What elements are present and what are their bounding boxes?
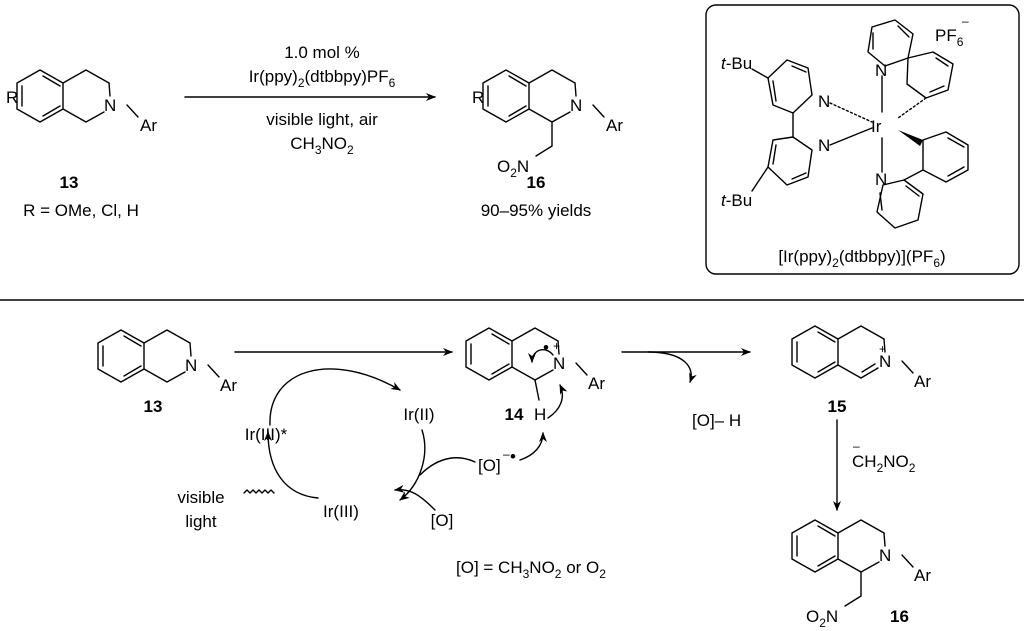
mechanism-compound-13: N Ar 13 [97, 329, 237, 416]
mech-arrow-2: [O]– H [621, 348, 751, 430]
mech-15-charge: + [879, 342, 886, 356]
catalyst-counterion: PF6 [935, 26, 964, 49]
reactant-substituent: R [6, 88, 18, 107]
catalyst-n-ppy-upper: N [875, 61, 887, 80]
mechanism-compound-15: N + Ar 15 [791, 325, 931, 416]
reactant-13-structure: R N Ar 13 R = OMe, Cl, H [6, 69, 157, 220]
mech-16-aryl: Ar [914, 566, 931, 585]
nucleophile: CH2NO2 [852, 452, 916, 475]
tbu-lower: t-Bu [721, 191, 752, 210]
oxidant-h-byproduct: [O]– H [692, 411, 741, 430]
catalyst-caption: [Ir(ppy)2(dtbbpy)](PF6) [778, 247, 945, 270]
nucleophile-charge: – [853, 439, 860, 453]
mechanism-compound-16: N Ar O2N 16 [791, 519, 931, 630]
catalyst-n-ppy-lower: N [875, 170, 887, 189]
ir-iii-excited: Ir(III)* [245, 425, 288, 444]
catalyst-name: Ir(ppy)2(dtbbpy)PF6 [249, 67, 396, 90]
ir-iii: Ir(III) [323, 502, 359, 521]
radical-anion-dot: • [510, 447, 516, 466]
catalyst-n-upper: N [818, 92, 830, 111]
product-aryl: Ar [606, 116, 623, 135]
product-16-structure: R N Ar O2N 16 90–95% yields [472, 69, 623, 220]
mech-14-radical: • [543, 338, 549, 357]
mech-15-nitrogen: N [879, 352, 891, 371]
reactant-nitrogen: N [104, 96, 116, 115]
mech-number-13: 13 [144, 397, 163, 416]
mech-14-nitrogen: N [553, 354, 565, 373]
tbu-upper: t-Bu [721, 54, 752, 73]
oxidant-definition: [O] = CH3NO2 or O2 [456, 558, 606, 581]
radical-anion-charge: – [503, 447, 510, 461]
catalyst-n-lower: N [818, 136, 830, 155]
reaction-conditions: 1.0 mol % Ir(ppy)2(dtbbpy)PF6 visible li… [184, 43, 436, 157]
mech-number-16: 16 [890, 607, 909, 626]
photoredox-cycle: Ir(III)* Ir(II) Ir(III) visible light [O… [177, 368, 547, 531]
mech-14-charge: + [553, 339, 560, 353]
catalyst-box: PF6 – t-Bu t-Bu N N N N Ir [Ir(ppy)2(dtb… [705, 4, 1020, 275]
mech-16-nitrogen: N [879, 546, 891, 565]
mechanism-compound-14: N Ar • + H 14 [465, 327, 605, 424]
visible-label: visible [177, 488, 224, 507]
ir-ii: Ir(II) [403, 405, 434, 424]
product-yield: 90–95% yields [481, 201, 592, 220]
light-label: light [185, 512, 216, 531]
mech-15-aryl: Ar [914, 372, 931, 391]
compound-number-16: 16 [527, 173, 546, 192]
reactant-aryl: Ar [140, 116, 157, 135]
oxidant-radical-anion: [O] [478, 456, 501, 475]
catalyst-loading: 1.0 mol % [284, 43, 360, 62]
iridium-center: Ir [871, 117, 882, 136]
condition-light-air: visible light, air [266, 110, 378, 129]
catalyst-counterion-charge: – [962, 14, 969, 28]
product-nitro-group: O2N [497, 157, 529, 180]
mech-13-nitrogen: N [185, 356, 197, 375]
oxidant: [O] [431, 511, 454, 530]
product-nitrogen: N [570, 96, 582, 115]
mech-number-15: 15 [828, 397, 847, 416]
mech-14-hydrogen: H [534, 405, 546, 424]
condition-solvent: CH3NO2 [290, 134, 354, 157]
compound-number-13: 13 [60, 173, 79, 192]
mech-number-14: 14 [505, 405, 524, 424]
mech-16-nitro: O2N [806, 607, 838, 630]
product-substituent: R [472, 88, 484, 107]
substituent-definition: R = OMe, Cl, H [23, 201, 139, 220]
mech-14-aryl: Ar [588, 374, 605, 393]
mech-13-aryl: Ar [220, 376, 237, 395]
